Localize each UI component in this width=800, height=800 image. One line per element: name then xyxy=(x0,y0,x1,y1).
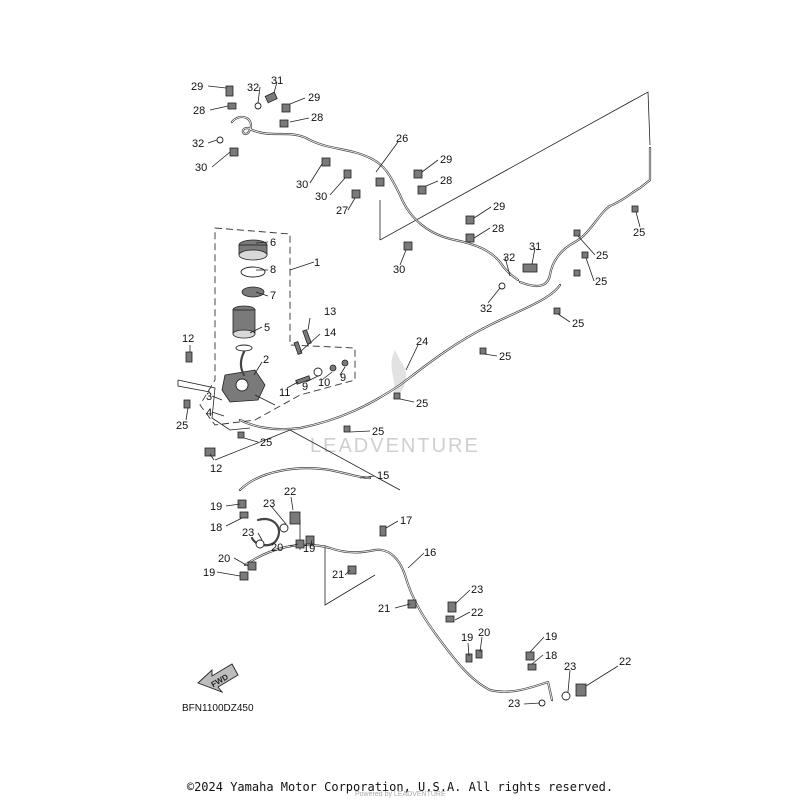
watermark-small-text: Powered by LEADVENTURE xyxy=(355,791,446,798)
callout-17: 17 xyxy=(400,515,412,527)
callout-25: 25 xyxy=(260,437,272,449)
right-brake-pipe xyxy=(518,146,652,288)
callout-32: 32 xyxy=(480,303,492,315)
watermark-flame-icon xyxy=(391,350,407,400)
lower-brake-pipe xyxy=(243,517,554,702)
callout-22: 22 xyxy=(619,656,631,668)
callout-23: 23 xyxy=(242,527,254,539)
callout-25: 25 xyxy=(596,250,608,262)
callout-22: 22 xyxy=(471,607,483,619)
callout-19: 19 xyxy=(303,543,315,555)
callout-29: 29 xyxy=(308,92,320,104)
callout-23: 23 xyxy=(263,498,275,510)
fwd-arrow-icon: FWD xyxy=(197,663,239,693)
callout-19: 19 xyxy=(203,567,215,579)
callout-7: 7 xyxy=(270,290,276,302)
watermark-text: LEADVENTURE xyxy=(310,435,480,457)
callout-6: 6 xyxy=(270,237,276,249)
cap-plate xyxy=(240,266,266,278)
callout-25: 25 xyxy=(572,318,584,330)
callout-25: 25 xyxy=(372,426,384,438)
callout-9: 9 xyxy=(340,372,346,384)
fasteners xyxy=(183,85,639,707)
callout-20: 20 xyxy=(218,553,230,565)
callout-9: 9 xyxy=(302,381,308,393)
callout-20: 20 xyxy=(271,542,283,554)
callout-18: 18 xyxy=(545,650,557,662)
callout-28: 28 xyxy=(440,175,452,187)
callout-12: 12 xyxy=(182,333,194,345)
callout-5: 5 xyxy=(264,322,270,334)
callout-30: 30 xyxy=(315,191,327,203)
callout-20: 20 xyxy=(478,627,490,639)
callout-28: 28 xyxy=(492,223,504,235)
diagram-code: BFN1100DZ450 xyxy=(182,703,254,714)
callout-labels: 29 32 31 29 28 28 32 30 26 29 28 30 30 2… xyxy=(176,75,645,710)
callout-31: 31 xyxy=(271,75,283,87)
callout-32: 32 xyxy=(503,252,515,264)
callout-28: 28 xyxy=(311,112,323,124)
callout-13: 13 xyxy=(324,306,336,318)
callout-30: 30 xyxy=(393,264,405,276)
callout-32: 32 xyxy=(192,138,204,150)
callout-23: 23 xyxy=(564,661,576,673)
callout-32: 32 xyxy=(247,82,259,94)
upper-brake-pipe xyxy=(230,115,520,282)
callout-30: 30 xyxy=(296,179,308,191)
callout-23: 23 xyxy=(508,698,520,710)
callout-26: 26 xyxy=(396,133,408,145)
callout-2: 2 xyxy=(263,354,269,366)
copyright-text: ©2024 Yamaha Motor Corporation, U.S.A. A… xyxy=(186,780,614,794)
callout-14: 14 xyxy=(324,327,336,339)
callout-4: 4 xyxy=(206,407,212,419)
callout-31: 31 xyxy=(529,241,541,253)
callout-25: 25 xyxy=(633,227,645,239)
callout-29: 29 xyxy=(440,154,452,166)
callout-15: 15 xyxy=(377,470,389,482)
callout-25: 25 xyxy=(499,351,511,363)
callout-25: 25 xyxy=(176,420,188,432)
callout-10: 10 xyxy=(318,377,330,389)
callout-24: 24 xyxy=(416,336,428,348)
callout-25: 25 xyxy=(416,398,428,410)
callout-30: 30 xyxy=(195,162,207,174)
callout-11: 11 xyxy=(279,387,290,399)
callout-29: 29 xyxy=(191,81,203,93)
callout-22: 22 xyxy=(284,486,296,498)
callout-25: 25 xyxy=(595,276,607,288)
callout-3: 3 xyxy=(206,391,212,403)
reference-lines xyxy=(214,91,651,606)
master-cylinder-assembly xyxy=(177,227,356,431)
callout-18: 18 xyxy=(210,522,222,534)
callout-21: 21 xyxy=(332,569,344,581)
brake-pipe-24 xyxy=(238,283,562,431)
callout-29: 29 xyxy=(493,201,505,213)
callout-1: 1 xyxy=(314,257,320,269)
callout-8: 8 xyxy=(270,264,276,276)
callout-19: 19 xyxy=(461,632,473,644)
callout-19: 19 xyxy=(210,501,222,513)
leader-lines xyxy=(185,81,641,705)
callout-21: 21 xyxy=(378,603,390,615)
callout-12: 12 xyxy=(210,463,222,475)
callout-23: 23 xyxy=(471,584,483,596)
brake-pipe-15 xyxy=(238,467,372,492)
callout-16: 16 xyxy=(424,547,436,559)
callout-27: 27 xyxy=(336,205,348,217)
callout-19: 19 xyxy=(545,631,557,643)
callout-28: 28 xyxy=(193,105,205,117)
diaphragm xyxy=(241,286,265,298)
